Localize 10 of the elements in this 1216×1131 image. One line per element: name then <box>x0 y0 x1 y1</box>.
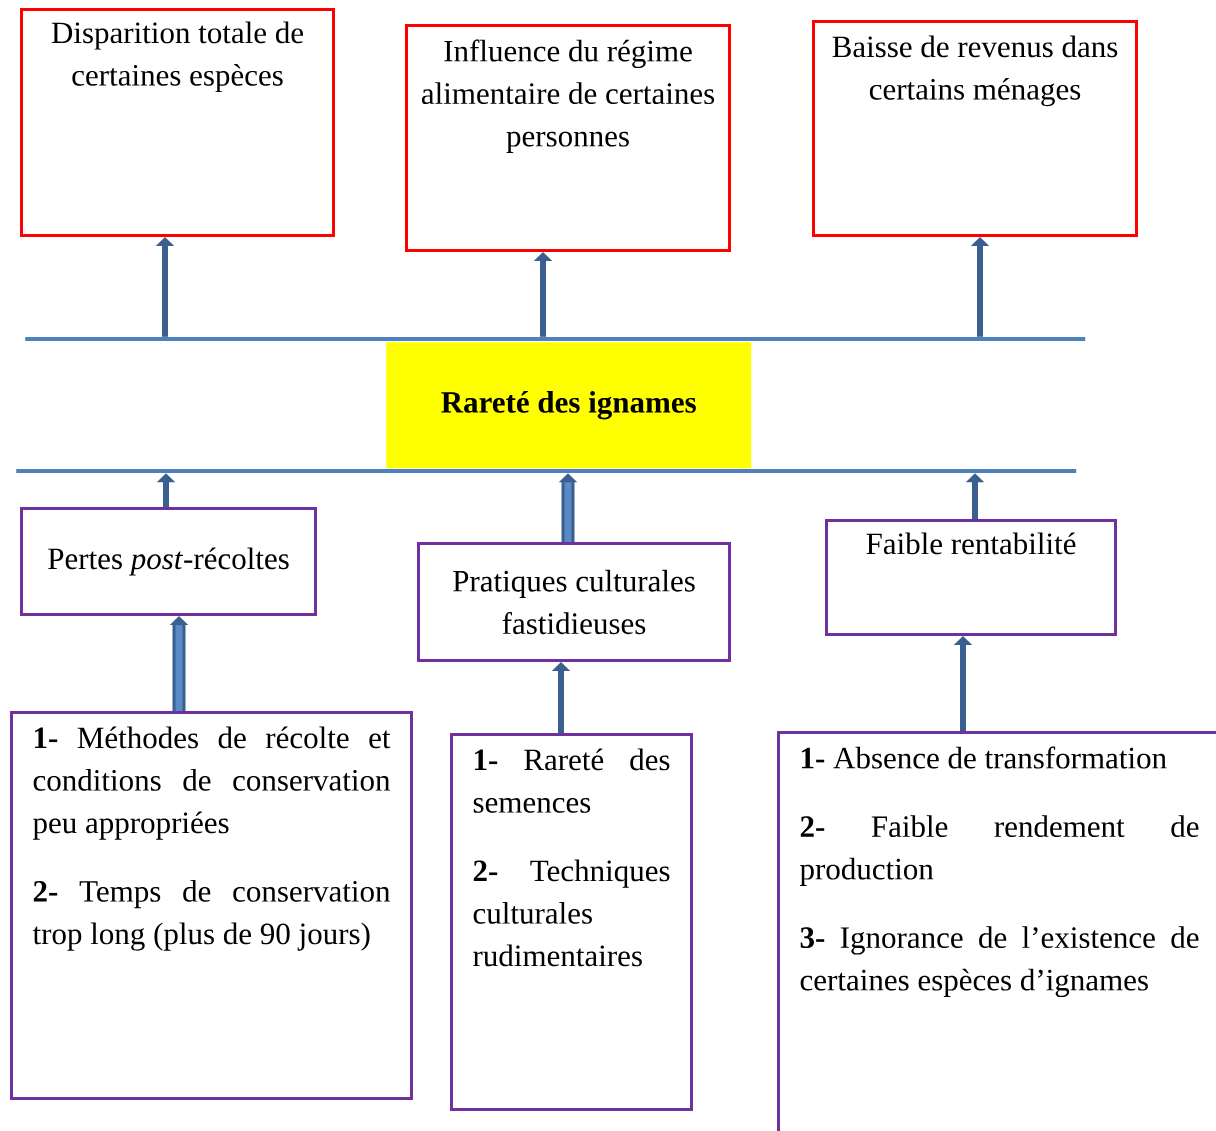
cause-box: 1- Absence de transformation 2- Faible rendement de production 3- Ignorance de l’existence de certaines espèces d’ignames <box>777 731 1216 1131</box>
effect-box: Baisse de revenus dans certains ménages <box>812 20 1138 237</box>
effect-box: Influence du régime alimentaire de certaines personnes <box>405 24 731 252</box>
cause-box: Pratiques culturales fastidieuses <box>417 542 731 662</box>
problem-box: Rareté des ignames <box>386 342 752 469</box>
cause-box: Pertes post-récoltes <box>20 507 317 616</box>
cause-box: Faible rentabilité <box>825 519 1117 636</box>
cause-box: 1- Méthodes de récolte et conditions de conservation peu appropriées 2- Temps de conservation trop long (plus de 90 jours) <box>10 711 413 1100</box>
cause-box: 1- Rareté des semences 2- Techniques culturales rudimentaires <box>450 733 693 1111</box>
effect-box: Disparition totale de certaines espèces <box>20 8 335 237</box>
